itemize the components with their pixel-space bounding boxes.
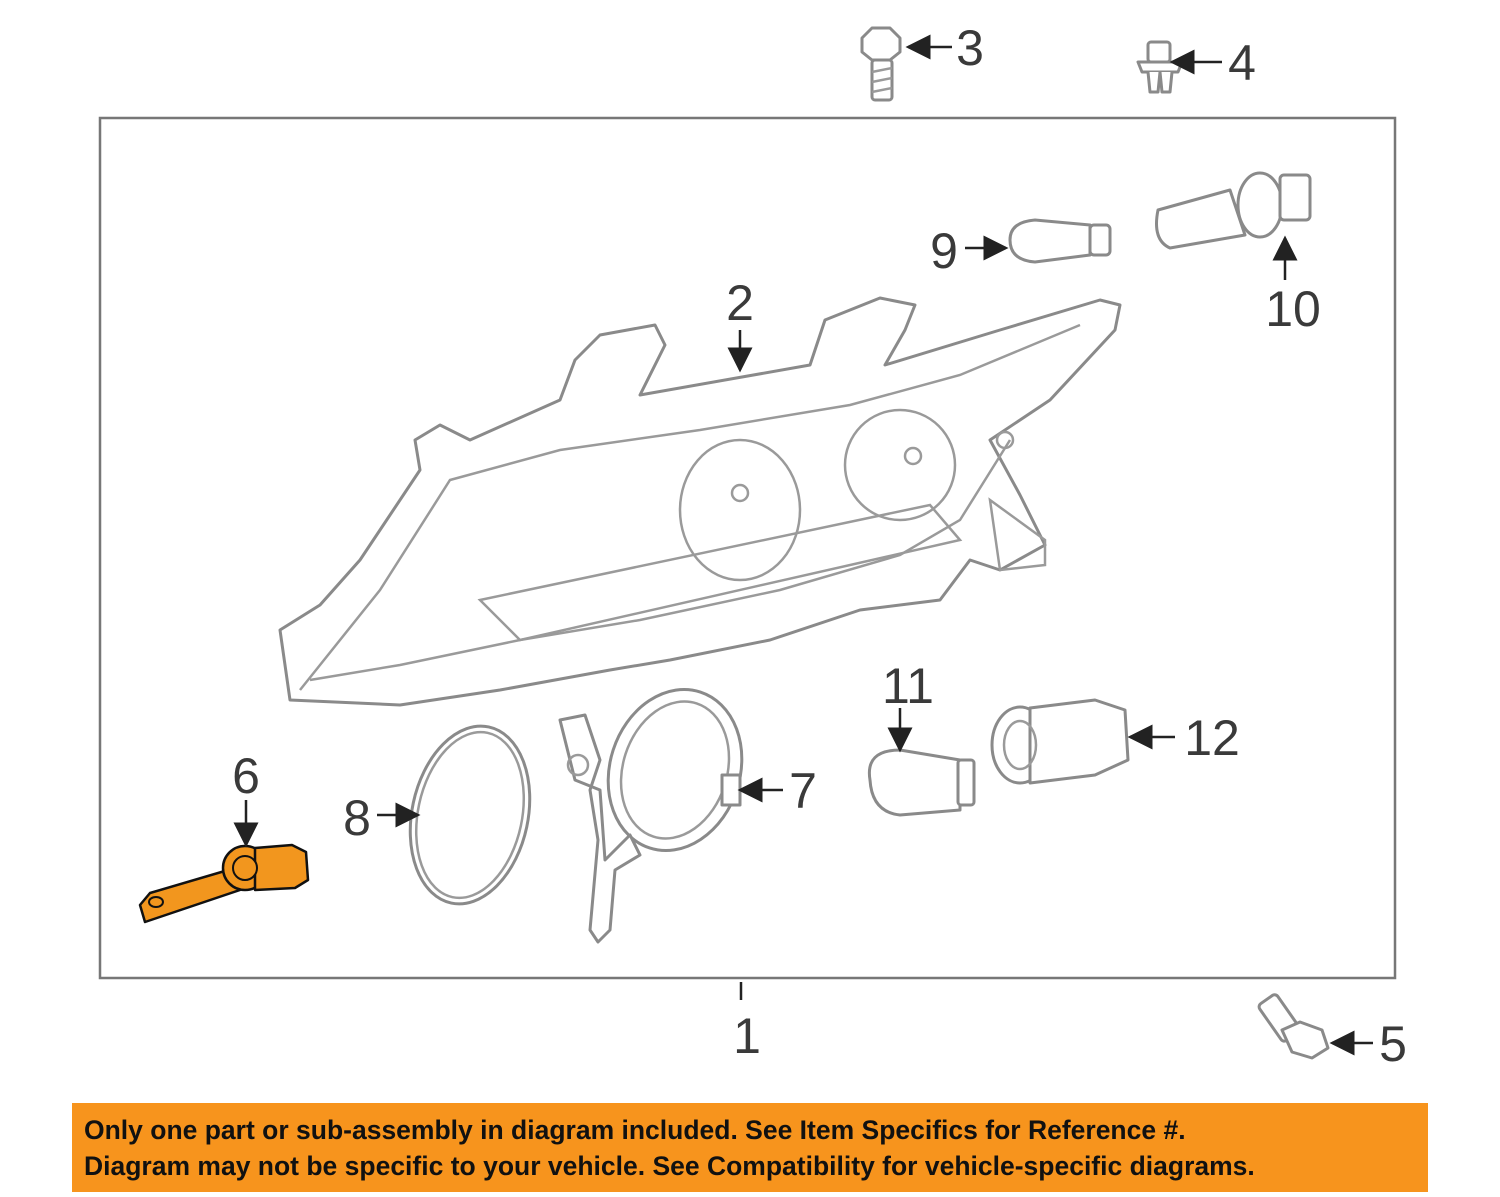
- callout-9: 9: [930, 223, 958, 279]
- callout-12: 12: [1184, 710, 1240, 766]
- callout-8: 8: [343, 790, 371, 846]
- bulb-part-11[interactable]: [867, 748, 976, 817]
- leader-arrows: [233, 34, 1373, 1056]
- callout-5: 5: [1379, 1016, 1407, 1072]
- socket-part-12[interactable]: [990, 698, 1130, 785]
- socket-part-6-highlighted[interactable]: [138, 843, 310, 924]
- disclaimer-line-1: Only one part or sub-assembly in diagram…: [84, 1114, 1186, 1145]
- callout-3: 3: [956, 20, 984, 76]
- callout-7: 7: [789, 763, 817, 819]
- callout-1: 1: [733, 1008, 761, 1064]
- bolt-part-5[interactable]: [1257, 993, 1330, 1060]
- callout-6: 6: [232, 748, 260, 804]
- assembly-frame: [98, 116, 1397, 980]
- disclaimer-line-2: Diagram may not be specific to your vehi…: [84, 1150, 1255, 1181]
- callout-11: 11: [882, 658, 934, 714]
- callout-4: 4: [1228, 35, 1256, 91]
- clip-part-4[interactable]: [1136, 40, 1184, 94]
- bulb-part-9[interactable]: [1008, 218, 1112, 264]
- disclaimer-banner: Only one part or sub-assembly in diagram…: [72, 1103, 1428, 1192]
- bulb-cover-part-7[interactable]: [558, 672, 762, 944]
- callout-2: 2: [726, 275, 754, 331]
- bolt-part-3[interactable]: [860, 26, 902, 102]
- bulb-part-10[interactable]: [1155, 171, 1312, 250]
- callout-10: 10: [1265, 281, 1321, 337]
- headlamp-assembly-part-2[interactable]: [278, 296, 1122, 707]
